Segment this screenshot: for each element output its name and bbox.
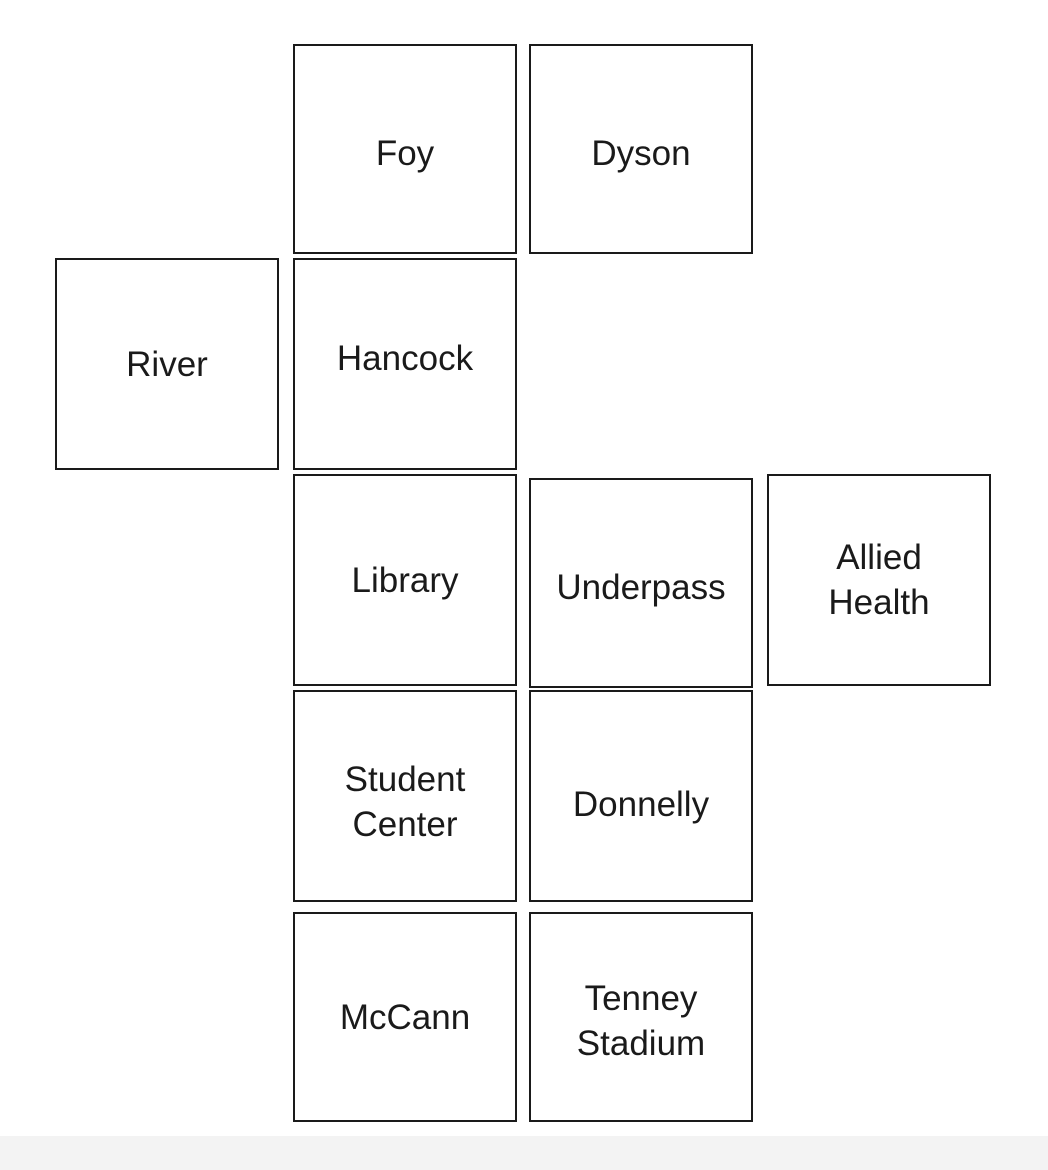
box-label: Student Center <box>344 760 466 844</box>
box-foy: Foy <box>293 44 517 254</box>
box-label: River <box>126 344 208 384</box>
box-label: Library <box>351 560 459 600</box>
box-label: McCann <box>339 997 471 1037</box>
box-library: Library <box>293 474 517 686</box>
page-footer-band <box>0 1136 1048 1170</box>
box-label: Dyson <box>591 133 691 173</box>
box-student-center: Student Center <box>293 690 517 902</box>
box-label: Underpass <box>556 567 726 607</box>
box-river: River <box>55 258 279 470</box>
box-tenney-stadium: Tenney Stadium <box>529 912 753 1122</box>
box-dyson: Dyson <box>529 44 753 254</box>
box-label: Donnelly <box>572 784 710 824</box>
box-label: Allied Health <box>828 538 930 622</box>
box-label: Hancock <box>336 338 474 378</box>
box-label: Tenney Stadium <box>576 979 706 1063</box>
box-mccann: McCann <box>293 912 517 1122</box>
box-underpass: Underpass <box>529 478 753 688</box>
box-allied-health: Allied Health <box>767 474 991 686</box>
box-hancock: Hancock <box>293 258 517 470</box>
box-donnelly: Donnelly <box>529 690 753 902</box>
box-label: Foy <box>375 133 435 173</box>
